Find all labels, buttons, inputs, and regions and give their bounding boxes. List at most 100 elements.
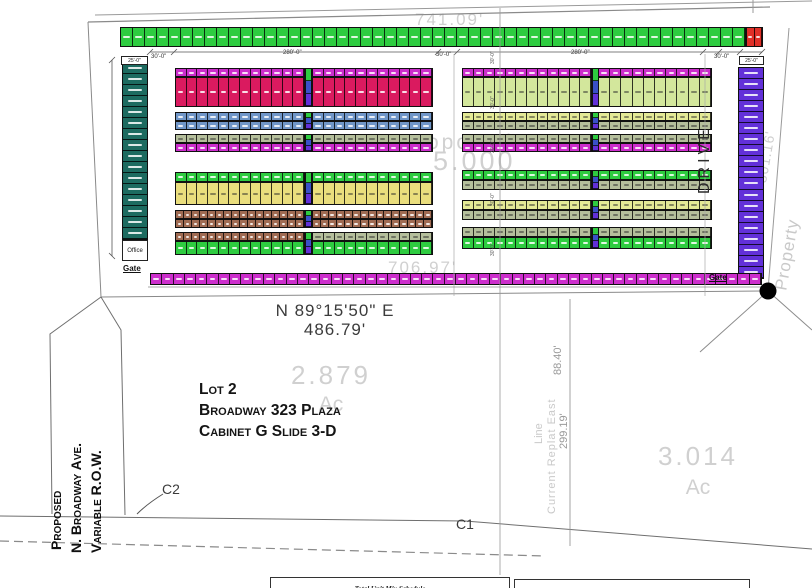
connector-mini-unit xyxy=(306,123,311,129)
storage-unit-cell xyxy=(378,135,389,142)
unit-door-mark xyxy=(390,146,397,149)
unit-door-mark xyxy=(486,214,492,216)
L1-r6-a xyxy=(175,210,305,219)
storage-unit-cell xyxy=(229,173,241,181)
storage-unit-cell xyxy=(716,274,728,284)
storage-unit-cell xyxy=(666,144,678,151)
storage-unit-cell xyxy=(296,233,304,240)
storage-unit-cell xyxy=(261,144,273,151)
unit-door-mark xyxy=(188,115,195,118)
unit-door-mark xyxy=(646,174,652,176)
storage-unit-cell xyxy=(345,211,353,218)
storage-unit-cell xyxy=(400,144,411,151)
unit-door-mark xyxy=(699,36,706,38)
storage-unit-cell xyxy=(570,122,581,129)
storage-unit-cell xyxy=(553,28,565,46)
storage-unit-cell xyxy=(700,69,712,76)
unit-door-mark xyxy=(531,36,538,38)
unit-door-mark xyxy=(380,124,386,127)
storage-unit-cell xyxy=(261,242,273,254)
storage-unit-cell xyxy=(410,144,422,151)
storage-unit-cell xyxy=(240,211,248,218)
storage-unit-cell xyxy=(356,233,368,240)
unit-door-mark xyxy=(539,146,546,149)
storage-unit-cell xyxy=(484,122,496,129)
unit-door-mark xyxy=(265,213,270,216)
unit-door-mark xyxy=(358,137,364,140)
storage-unit-cell xyxy=(689,122,700,129)
unit-door-mark xyxy=(561,146,567,149)
unit-door-mark xyxy=(507,36,514,38)
unit-door-mark xyxy=(518,231,524,233)
unit-door-mark xyxy=(529,242,535,244)
storage-unit-cell xyxy=(343,274,355,284)
storage-unit-cell xyxy=(580,171,592,179)
storage-unit-cell xyxy=(666,238,678,248)
unit-door-mark xyxy=(177,235,182,238)
unit-door-mark xyxy=(273,222,278,225)
storage-unit-cell xyxy=(251,173,262,181)
unit-door-mark xyxy=(345,278,352,280)
unit-door-mark xyxy=(199,247,205,249)
storage-unit-cell xyxy=(580,122,592,129)
storage-unit-cell xyxy=(162,274,174,284)
storage-unit-cell xyxy=(293,242,305,254)
connector-mini-unit xyxy=(593,118,598,124)
unit-door-mark xyxy=(718,278,724,280)
unit-door-mark xyxy=(550,231,556,233)
storage-unit-cell xyxy=(367,135,378,142)
connector-mini-unit xyxy=(306,145,311,151)
storage-unit-cell xyxy=(463,181,474,189)
unit-door-mark xyxy=(480,278,487,280)
block-connector-units xyxy=(592,170,599,190)
storage-unit-cell xyxy=(400,220,409,227)
connector-mini-unit xyxy=(306,93,311,106)
storage-unit-cell xyxy=(689,171,700,179)
storage-unit-cell xyxy=(474,228,485,236)
storage-unit-cell xyxy=(187,242,198,254)
unit-door-mark xyxy=(497,124,503,127)
unit-door-mark xyxy=(178,124,184,127)
storage-unit-cell xyxy=(169,28,181,46)
unit-door-mark xyxy=(210,146,216,149)
unit-door-mark xyxy=(378,213,382,216)
unit-door-mark xyxy=(257,222,262,225)
storage-unit-cell xyxy=(400,173,411,181)
storage-unit-cell xyxy=(644,238,656,248)
storage-unit-cell xyxy=(293,173,305,181)
dim-25-left: 25'-0" xyxy=(128,57,141,64)
R1-r5-b xyxy=(462,180,592,190)
storage-unit-cell xyxy=(187,173,198,181)
unit-door-mark xyxy=(199,146,205,149)
unit-door-mark xyxy=(354,213,359,216)
storage-unit-cell xyxy=(335,69,346,76)
unit-door-mark xyxy=(380,235,386,238)
storage-unit-cell xyxy=(559,144,570,151)
storage-unit-cell xyxy=(548,122,560,129)
storage-unit-cell xyxy=(421,183,432,204)
storage-unit-cell xyxy=(229,183,241,204)
unit-door-mark xyxy=(423,91,429,93)
unit-door-mark xyxy=(393,222,398,225)
storage-unit-cell xyxy=(548,144,560,151)
storage-unit-cell xyxy=(261,113,273,120)
unit-door-mark xyxy=(612,204,619,206)
dim-280-left: 280'-0" xyxy=(283,50,302,56)
storage-unit-cell xyxy=(205,28,217,46)
unit-door-mark xyxy=(159,36,166,38)
unit-door-mark xyxy=(497,184,503,186)
storage-unit-cell xyxy=(240,242,251,254)
storage-unit-cell xyxy=(240,183,251,204)
storage-unit-cell xyxy=(181,28,193,46)
storage-unit-cell xyxy=(421,122,432,129)
L2-r2-b xyxy=(312,121,433,130)
unit-door-mark xyxy=(486,242,492,244)
unit-door-mark xyxy=(497,137,503,140)
storage-unit-cell xyxy=(599,201,611,209)
L2-r3-b xyxy=(312,143,433,152)
unit-door-mark xyxy=(209,222,214,225)
storage-unit-cell xyxy=(621,211,633,219)
unit-door-mark xyxy=(390,192,397,195)
storage-unit-cell xyxy=(151,274,163,284)
bearing-annotation: N 89°15'50" E 486.79' xyxy=(245,301,425,339)
